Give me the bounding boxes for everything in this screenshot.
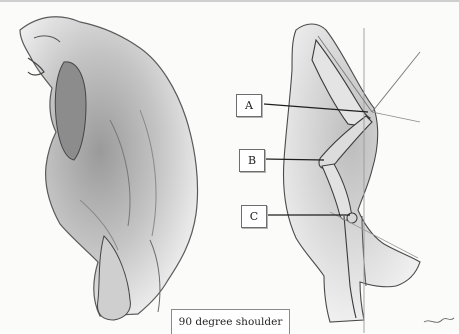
shoulder-skeleton-diagram	[264, 24, 454, 333]
figure-caption: 90 degree shoulder	[171, 309, 290, 334]
label-c: C	[241, 205, 267, 228]
upper-arm-line	[372, 112, 420, 122]
label-b: B	[239, 149, 265, 172]
label-a: A	[236, 94, 262, 117]
dog-figure-left	[20, 17, 198, 320]
shoulder-angle-line	[372, 52, 420, 112]
